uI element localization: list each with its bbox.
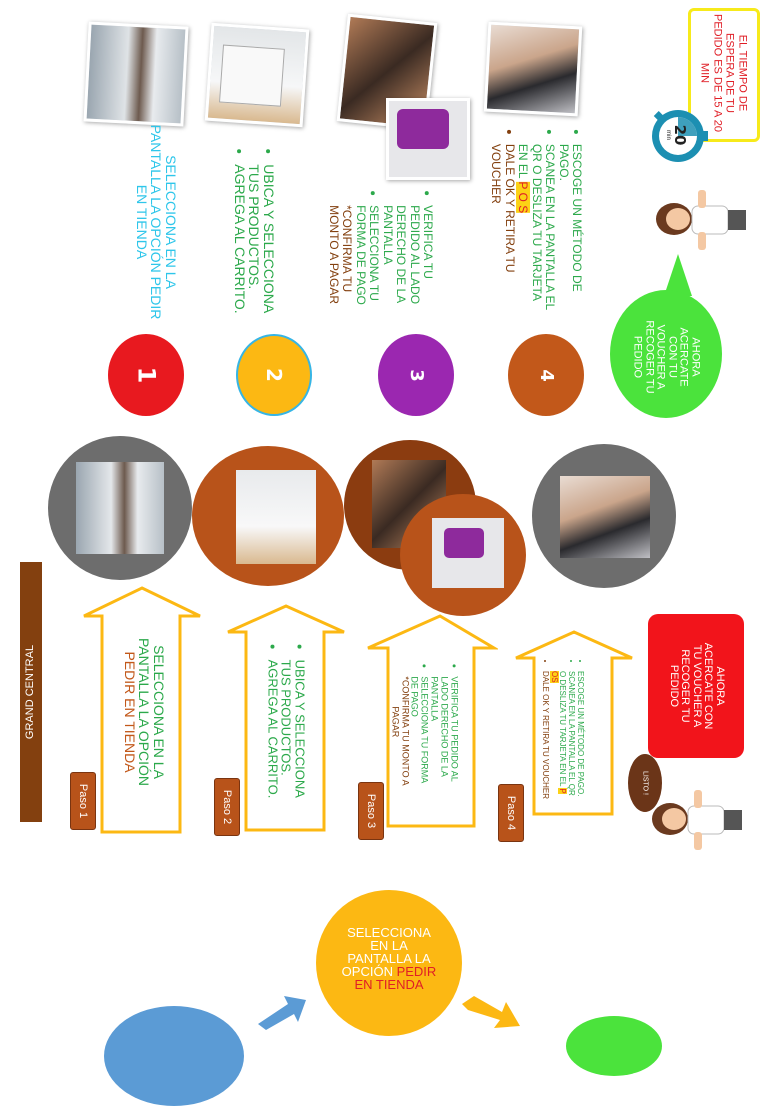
speech-bubble xyxy=(610,254,722,418)
stopwatch-unit: min xyxy=(665,130,672,140)
store-banner xyxy=(20,562,42,822)
photo-kiosk-user xyxy=(83,21,189,127)
listo-bubble xyxy=(628,754,662,812)
arrow-outline-1 xyxy=(83,586,201,834)
circle-photo-2 xyxy=(192,446,344,586)
step-number-1: 1 xyxy=(108,334,184,416)
paso-tag-2: Paso 2 xyxy=(214,778,240,836)
circle-photo-3b xyxy=(400,494,526,616)
blue-circle-partial xyxy=(104,1006,244,1106)
yellow-arrow-icon xyxy=(462,996,520,1028)
photo-pos-terminal xyxy=(483,21,583,117)
step-number-4: 4 xyxy=(508,334,584,416)
red-voucher-box xyxy=(648,614,744,758)
yellow-circle xyxy=(316,890,462,1036)
circle-photo-4 xyxy=(532,444,676,588)
photo-touch-screen xyxy=(204,22,310,128)
stopwatch-icon xyxy=(652,110,708,162)
step-number-2: 2 xyxy=(236,334,312,416)
arrow-4-text: ESCOGE UN MÉTODO DE PAGO. SCANEA EN LA P… xyxy=(540,657,585,799)
stopwatch-value: 20 xyxy=(670,124,689,146)
paso-tag-1: Paso 1 xyxy=(70,772,96,830)
store-banner-text: GRAND CENTRAL xyxy=(24,644,37,740)
circle-photo-1 xyxy=(48,436,192,580)
timer-note-box xyxy=(688,8,760,142)
blue-arrow-icon xyxy=(258,996,306,1030)
cartoon-girl-avatar xyxy=(656,190,746,250)
arrow-outline-3 xyxy=(367,614,498,828)
yellow-circle-text: SELECCIONA EN LA PANTALLA LA OPCIÓN PEDI… xyxy=(341,925,437,992)
step-number-3: 3 xyxy=(378,334,454,416)
cartoon-girl-avatar-2 xyxy=(652,790,742,850)
arrow-outline-2 xyxy=(227,604,345,832)
paso-tag-3: Paso 3 xyxy=(358,782,384,840)
arrow-outline-4 xyxy=(515,630,633,816)
green-circle-partial xyxy=(566,1016,662,1076)
paso-tag-4: Paso 4 xyxy=(498,784,524,842)
photo-phone-app xyxy=(386,98,470,180)
